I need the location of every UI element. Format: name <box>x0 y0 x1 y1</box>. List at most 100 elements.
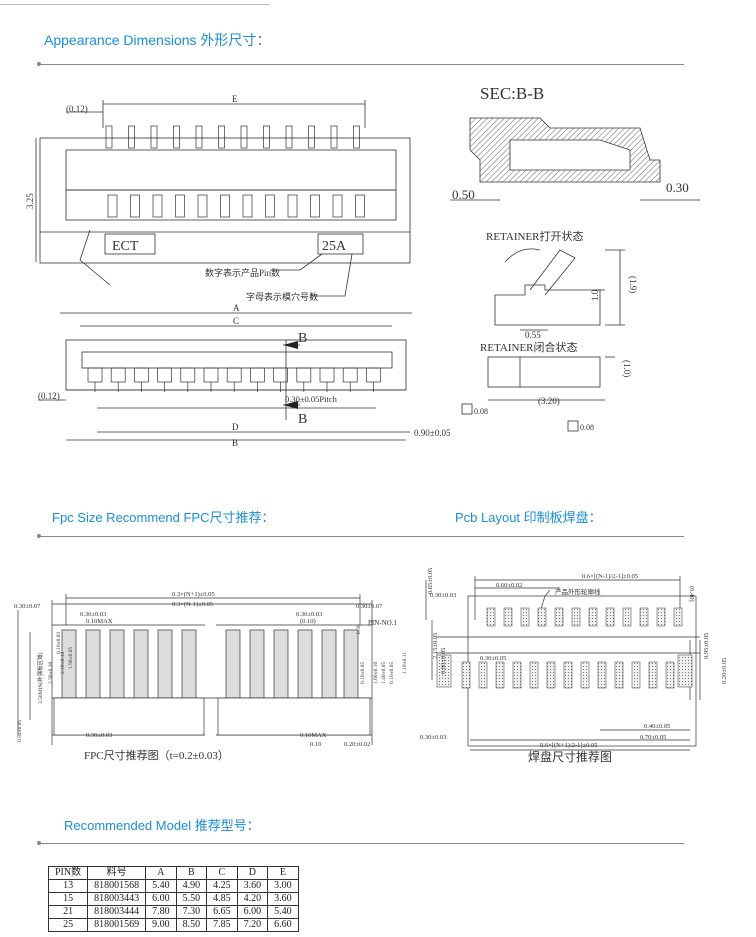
fpc-r-140: 1.40±0.05 <box>381 661 387 684</box>
cell-e: 3.00 <box>267 879 299 893</box>
pcb-r-040: (0.40) <box>688 586 695 602</box>
fpc-r-03003: 0.30±0.03 <box>296 611 322 618</box>
dim-19-label: (1.9) <box>628 276 638 293</box>
connector-pin <box>263 125 270 149</box>
pcb-pad-top <box>588 607 598 627</box>
header-c: C <box>206 866 238 880</box>
fpc-caption: FPC尺寸推荐图（t=0.2±0.03） <box>84 748 229 762</box>
pitch-label: 0.30±0.05Pitch <box>285 394 338 404</box>
connector-pin <box>353 125 360 149</box>
fpc-stiffener-right <box>217 697 371 736</box>
fpc-bot-010: 0.10 <box>310 741 321 748</box>
table-row: 13 818001568 5.40 4.90 4.25 3.60 3.00 <box>47 879 299 893</box>
fpc-l-010max: 0.10MAX <box>86 618 113 625</box>
pcb-pad-bottom <box>478 661 488 689</box>
connector-pin <box>285 125 293 149</box>
dim-c-label: C <box>233 316 239 326</box>
pcb-pad-top <box>486 607 496 627</box>
cell-d: 4.20 <box>236 892 269 906</box>
front-contact <box>296 367 312 383</box>
pcb-caption: 焊盘尺寸推荐图 <box>528 749 612 764</box>
fpc-bot-020: 0.20±0.02 <box>344 741 370 748</box>
fpc-r-010c: 0.10±0.05 <box>389 661 395 684</box>
front-contact <box>87 367 103 383</box>
connector-contact <box>130 194 140 218</box>
pcb-pad-layout: 0.6×[(N-1)/2-1]±0.05 0.60±0.02 产品外形轮廓线 0… <box>420 568 728 764</box>
cell-b: 4.90 <box>175 879 208 893</box>
table-row: 21 818003444 7.80 7.30 6.65 6.00 5.40 <box>47 905 299 919</box>
divider-fpc <box>37 534 684 538</box>
pcb-r-020: 0.20±0.05 <box>721 658 728 684</box>
pcb-l-030: 0.30±0.03 <box>430 592 456 599</box>
cell-d: 7.20 <box>236 918 269 932</box>
dim-a-label: A <box>233 303 240 313</box>
fpc-v-250: 2.50±0.30 <box>48 661 54 684</box>
dim-012-side-label: (0.12) <box>38 391 60 401</box>
pcb-b-040: 0.40±0.05 <box>644 723 670 730</box>
connector-pin <box>330 125 338 149</box>
pcb-pad-top <box>673 607 683 627</box>
fpc-r-160: 1.60±0.10 <box>373 661 379 684</box>
cell-pin: 25 <box>47 918 89 932</box>
connector-contact <box>287 194 298 218</box>
pcb-top-formula: 0.6×[(N-1)/2-1]±0.05 <box>582 573 638 580</box>
connector-contact <box>175 194 185 218</box>
pcb-b-070: 0.70±0.05 <box>640 734 666 741</box>
fpc-right-030: 0.30±0.07 <box>356 603 383 610</box>
cell-part-no: 818003443 <box>87 892 147 906</box>
appearance-section-title: Appearance Dimensions 外形尺寸： <box>44 32 271 48</box>
fpc-v-350: 3.50MIN(补强板区域) <box>36 652 44 704</box>
pcb-pad-top <box>537 607 547 627</box>
pcb-pad-bottom <box>597 661 607 689</box>
cell-pin: 13 <box>47 879 89 893</box>
pcb-pad-bottom <box>614 661 624 689</box>
pcb-pad-top <box>503 607 513 627</box>
dim-320-label: (3.20) <box>538 396 560 406</box>
dim-d-label: D <box>232 422 239 432</box>
table-row: 15 818003443 6.00 5.50 4.85 4.20 3.60 <box>47 892 299 906</box>
pcb-pad-anchor-right <box>677 654 693 688</box>
fpc-n-minus-1: 0.3×(N-1)±0.05 <box>172 601 213 608</box>
front-contact <box>342 367 358 383</box>
pcb-pad-top <box>520 607 530 627</box>
divider-appearance <box>37 62 684 66</box>
note-pin-count: 数字表示产品Pin数 <box>205 267 280 278</box>
cell-b: 7.30 <box>175 905 208 919</box>
connector-contact <box>265 194 275 218</box>
cell-part-no: 818003444 <box>87 905 147 919</box>
dim-055-label: 0.55 <box>525 330 541 340</box>
cell-c: 4.25 <box>206 879 238 893</box>
section-b-bottom: B <box>298 412 307 427</box>
header-d: D <box>236 866 269 880</box>
connector-contact <box>332 194 343 218</box>
dim-325-label: 3.25 <box>25 193 35 209</box>
fpc-v-210: 2.10±0.10 <box>60 651 66 674</box>
pcb-pad-bottom <box>529 661 539 689</box>
connector-contact <box>197 194 208 218</box>
connector-pin <box>128 125 135 149</box>
connector-pin <box>240 125 248 149</box>
pcb-pad-bottom <box>631 661 641 689</box>
pcb-r-095: 0.95±0.05 <box>703 633 710 659</box>
model-section-title: Recommended Model 推荐型号： <box>64 818 260 833</box>
fpc-r-010b: 0.10±0.05 <box>360 661 366 684</box>
front-contact <box>134 367 149 383</box>
dim-050-label: 0.50 <box>452 187 475 202</box>
pin-code-label: 25A <box>322 239 347 254</box>
cell-pin: 15 <box>47 892 89 906</box>
pcb-pad-bottom <box>512 661 522 689</box>
header-pin: PIN数 <box>47 866 89 880</box>
pcb-b-l030: 0.30±0.03 <box>420 734 446 741</box>
front-contact <box>273 367 288 383</box>
connector-pin <box>195 125 203 149</box>
front-contact <box>180 367 196 383</box>
pcb-pad-bottom <box>648 661 658 689</box>
fpc-l-03003: 0.30±0.03 <box>80 611 106 618</box>
front-contact <box>157 367 172 383</box>
pcb-pad-top <box>554 607 564 627</box>
fpc-pin-no1: PIN-NO.1 <box>368 619 397 627</box>
cell-b: 5.50 <box>175 892 208 906</box>
dim-030-label: 0.30 <box>666 180 689 195</box>
connector-top-view: (0.12) E 3.25 ECT 25A 数字表示产品Pin数 字母表示模穴号… <box>25 84 700 448</box>
connector-pin <box>218 125 225 149</box>
